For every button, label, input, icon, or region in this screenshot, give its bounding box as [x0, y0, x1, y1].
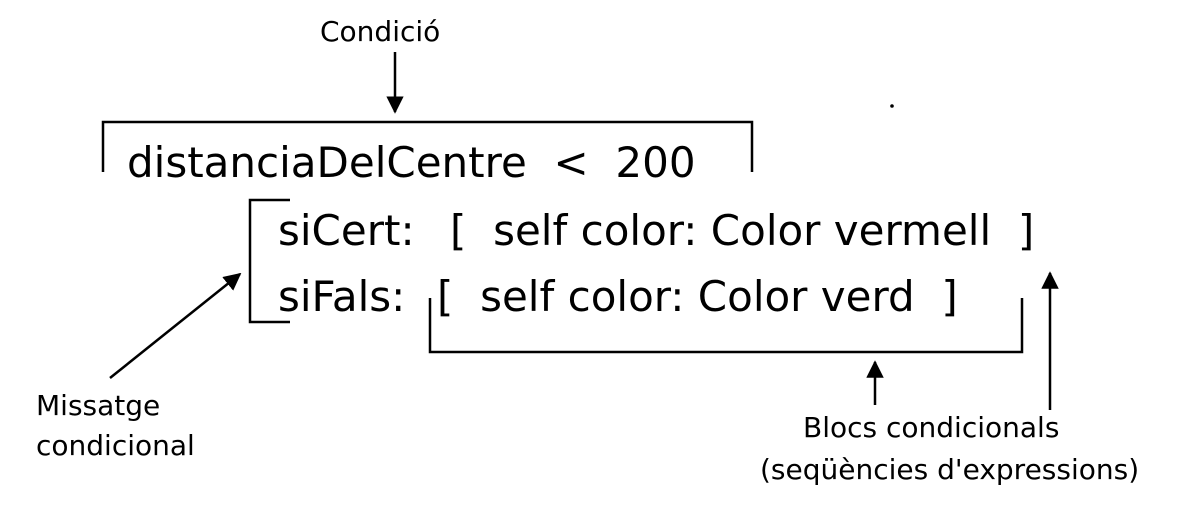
condition-expression: distanciaDelCentre < 200 — [127, 138, 696, 187]
stray-dot — [890, 104, 894, 108]
message-bracket — [248, 198, 290, 324]
message-label-line2: condicional — [36, 429, 195, 462]
blocks-label-line1: Blocs condicionals — [803, 411, 1060, 444]
message-label-line1: Missatge — [36, 389, 161, 422]
condition-label: Condició — [320, 15, 441, 48]
false-block: [ self color: Color verd ] — [437, 272, 958, 321]
condition-bracket — [101, 120, 754, 172]
false-keyword: siFals: — [278, 272, 406, 321]
message-arrow — [109, 272, 242, 379]
true-keyword: siCert: — [278, 206, 415, 255]
true-block: [ self color: Color vermell ] — [450, 206, 1035, 255]
blocks-label-line2: (seqüències d'expressions) — [760, 453, 1140, 486]
blocks-bracket — [428, 298, 1024, 354]
